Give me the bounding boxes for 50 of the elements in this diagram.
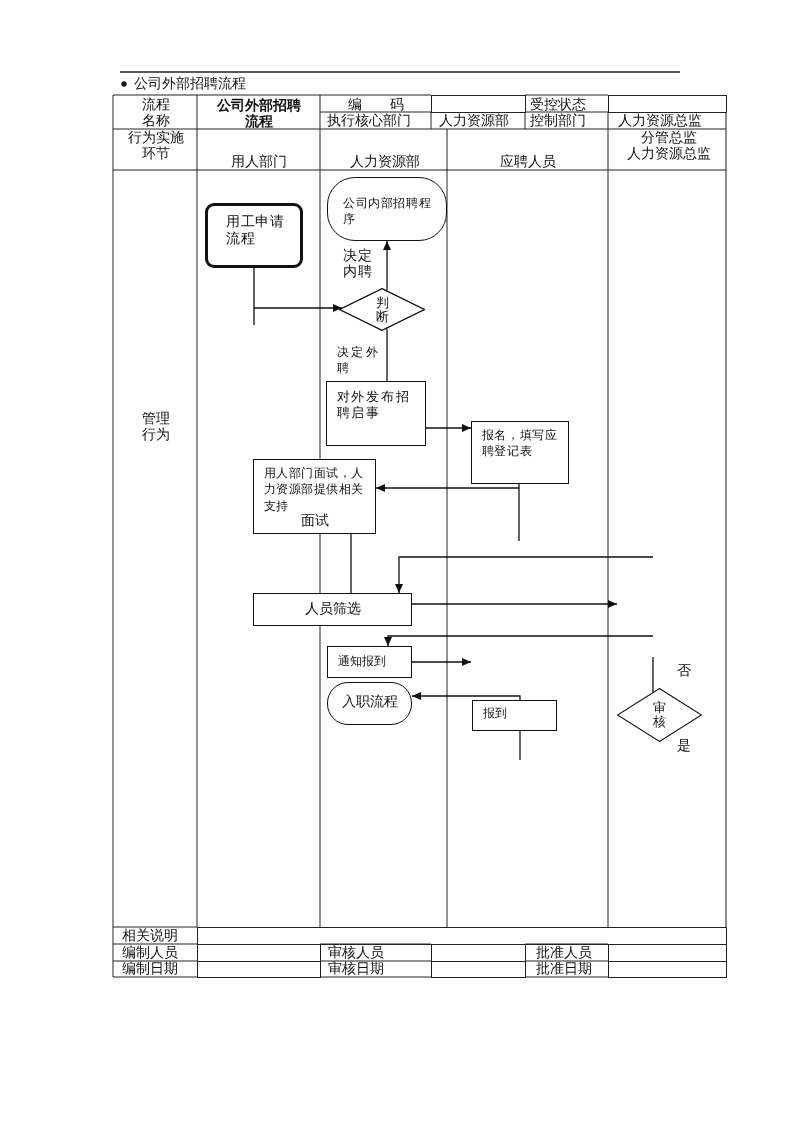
arrow [375,483,520,542]
arrow [425,424,472,432]
lane-header: 应聘人员 [500,154,556,170]
start-box: 用工申请流程 [205,203,303,268]
field-label: 流程名称 [141,96,171,130]
row-header: 行为实施环节 [127,130,185,162]
field-label: 审核日期 [328,961,384,977]
arrow [395,556,654,594]
lane-header: 用人部门 [231,154,287,170]
process-box: 人员筛选 [253,593,412,626]
connector-line [386,327,388,382]
field-label: 控制部门 [530,113,586,129]
row-header: 管理行为 [141,411,171,443]
edge-label: 决定外聘 [337,344,381,376]
terminal-box: 入职流程 [327,682,412,725]
field-label: 批准人员 [536,944,592,961]
arrow [384,635,654,647]
process-box [253,459,376,534]
field-value: 公司外部招聘流程 [215,96,302,130]
step-caption: 面试 [301,512,329,529]
edge-label: 决定内聘 [343,248,373,280]
field-label: 受控状态 [530,96,586,113]
field-label: 编码 [348,96,404,113]
branch-label: 否 [677,663,691,679]
field-label: 相关说明 [122,928,178,944]
lane-header: 分管总监 [641,130,697,146]
process-box: 报名，填写应聘登记表 [471,421,569,484]
lane-header: 人力资源总监 [627,146,711,162]
arrow [411,658,472,666]
field-label: 批准日期 [536,961,592,977]
step-description: 用人部门面试，人力资源部提供相关支持 [263,464,365,513]
connector-line [652,656,654,693]
connector-line [350,533,352,594]
page-title: 公司外部招聘流程 [134,76,246,92]
field-value: 人力资源总监 [618,113,702,129]
process-box: 报到 [472,700,557,731]
arrow [411,692,521,701]
process-box: 对外发布招聘启事 [326,381,426,446]
process-box: 通知报到 [327,646,412,678]
field-label: 编制日期 [122,961,178,977]
arrow [253,267,343,326]
arrow [383,240,391,292]
connector-line [519,730,521,761]
decision-diamond: 判断 [339,288,425,331]
field-label: 编制人员 [122,944,178,961]
field-label: 执行核心部门 [327,113,411,129]
field-label: 审核人员 [328,944,384,961]
field-value: 人力资源部 [439,113,509,129]
terminal-box: 公司内部招聘程序 [327,177,447,241]
arrow [411,600,618,608]
